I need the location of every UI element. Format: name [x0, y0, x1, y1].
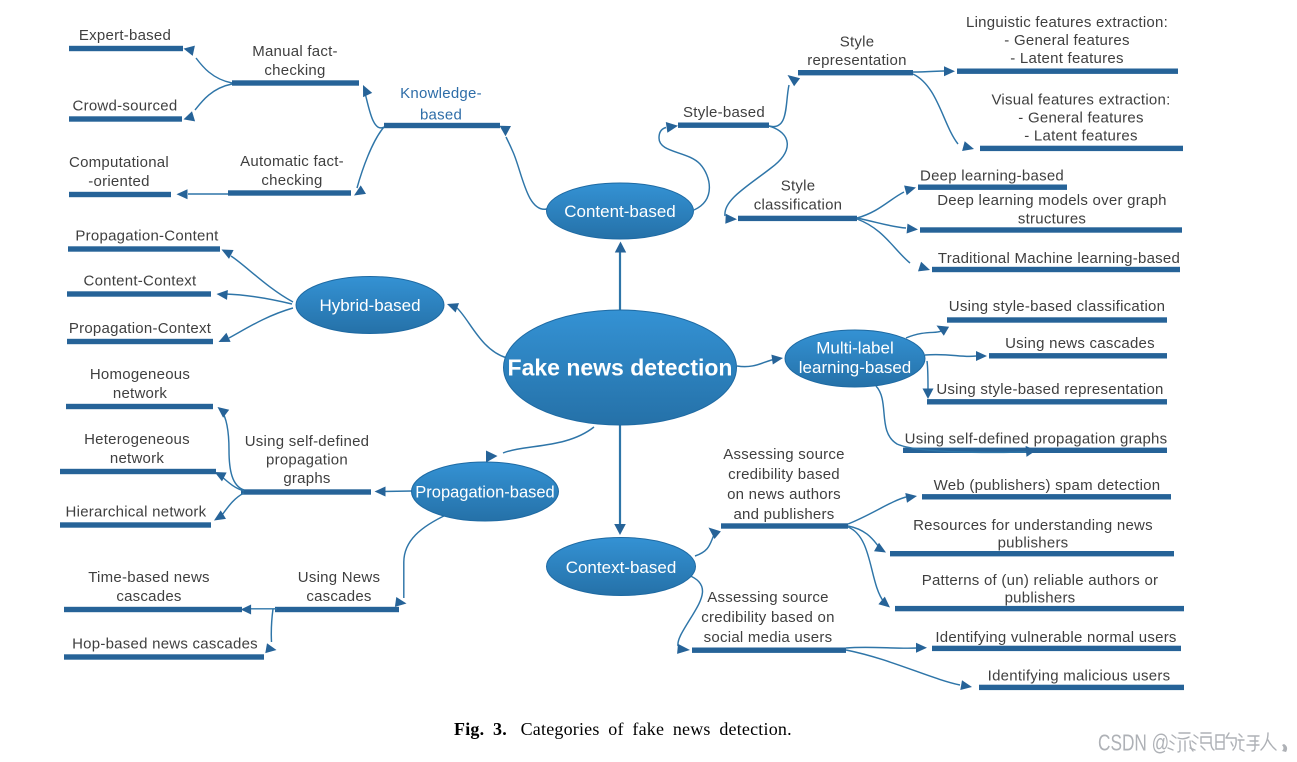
svg-text:Expert-based: Expert-based: [79, 27, 171, 44]
svg-text:Visual features extraction:: Visual features extraction:: [991, 92, 1170, 109]
svg-text:Crowd-sourced: Crowd-sourced: [73, 98, 178, 115]
svg-text:Knowledge-: Knowledge-: [400, 85, 482, 102]
svg-text:classification: classification: [754, 197, 843, 214]
svg-text:Identifying vulnerable normal: Identifying vulnerable normal users: [935, 629, 1176, 646]
svg-text:Manual fact-: Manual fact-: [252, 43, 338, 60]
svg-text:social media users: social media users: [704, 629, 833, 646]
svg-text:Propagation-Context: Propagation-Context: [69, 320, 212, 337]
svg-text:on news authors: on news authors: [727, 486, 841, 503]
svg-text:learning-based: learning-based: [799, 358, 911, 377]
svg-text:Using style-based representati: Using style-based representation: [936, 381, 1163, 398]
svg-text:- General features: - General features: [1004, 32, 1129, 49]
svg-text:Context-based: Context-based: [566, 558, 677, 577]
svg-text:Patterns of (un) reliable auth: Patterns of (un) reliable authors or: [922, 572, 1159, 589]
svg-text:Using news cascades: Using news cascades: [1005, 335, 1155, 352]
svg-text:Traditional Machine learning-b: Traditional Machine learning-based: [938, 250, 1180, 267]
svg-text:Time-based news: Time-based news: [88, 569, 210, 586]
svg-text:- Latent features: - Latent features: [1024, 128, 1137, 145]
svg-text:Automatic fact-: Automatic fact-: [240, 153, 344, 170]
svg-text:Computational: Computational: [69, 154, 169, 171]
svg-text:publishers: publishers: [1005, 590, 1076, 607]
svg-text:Heterogeneous: Heterogeneous: [84, 431, 190, 448]
svg-text:Using style-based classificati: Using style-based classification: [949, 298, 1165, 315]
svg-text:Propagation-based: Propagation-based: [415, 484, 554, 502]
svg-text:Content-based: Content-based: [564, 202, 676, 221]
svg-text:Using self-defined: Using self-defined: [245, 433, 370, 450]
svg-text:and publishers: and publishers: [733, 506, 834, 523]
svg-text:based: based: [420, 107, 462, 124]
svg-text:Hybrid-based: Hybrid-based: [319, 296, 420, 315]
svg-text:Identifying malicious users: Identifying malicious users: [988, 668, 1171, 685]
svg-text:Fig. 3. Categories of fake new: Fig. 3. Categories of fake news detectio…: [454, 719, 792, 739]
svg-text:network: network: [113, 385, 168, 402]
svg-text:Using News: Using News: [298, 569, 381, 586]
svg-text:Hop-based news cascades: Hop-based news cascades: [72, 636, 258, 653]
svg-text:CSDN @: CSDN @: [1098, 731, 1169, 756]
svg-text:Using self-defined propagation: Using self-defined propagation graphs: [905, 431, 1168, 448]
svg-text:Content-Context: Content-Context: [84, 273, 198, 290]
svg-text:cascades: cascades: [116, 588, 181, 605]
svg-text:Assessing source: Assessing source: [723, 446, 845, 463]
svg-text:checking: checking: [264, 62, 325, 79]
svg-text:Propagation-Content: Propagation-Content: [75, 228, 219, 245]
svg-text:-oriented: -oriented: [88, 173, 149, 190]
svg-text:Deep learning-based: Deep learning-based: [920, 168, 1064, 185]
svg-text:Deep learning models over grap: Deep learning models over graph: [937, 192, 1167, 209]
svg-text:- General features: - General features: [1018, 110, 1143, 127]
svg-text:credibility based: credibility based: [728, 466, 840, 483]
svg-text:Linguistic features extraction: Linguistic features extraction:: [966, 14, 1168, 31]
svg-text:Fake news detection: Fake news detection: [508, 355, 733, 381]
svg-text:Style: Style: [840, 34, 875, 51]
svg-text:propagation: propagation: [266, 452, 348, 469]
svg-text:representation: representation: [807, 52, 906, 69]
svg-text:Style-based: Style-based: [683, 104, 765, 121]
svg-text:Style: Style: [781, 178, 816, 195]
svg-text:credibility based on: credibility based on: [701, 609, 834, 626]
svg-text:Assessing source: Assessing source: [707, 589, 829, 606]
svg-text:Resources for understanding ne: Resources for understanding news: [913, 517, 1153, 534]
svg-text:cascades: cascades: [306, 588, 371, 605]
svg-text:publishers: publishers: [998, 535, 1069, 552]
svg-text:Web (publishers) spam detectio: Web (publishers) spam detection: [934, 477, 1161, 494]
svg-text:Homogeneous: Homogeneous: [90, 366, 190, 383]
svg-text:Multi-label: Multi-label: [816, 339, 893, 358]
svg-text:graphs: graphs: [283, 470, 330, 487]
svg-text:structures: structures: [1018, 211, 1086, 228]
svg-text:Hierarchical network: Hierarchical network: [66, 504, 207, 521]
svg-text:network: network: [110, 450, 165, 467]
svg-text:- Latent features: - Latent features: [1010, 50, 1123, 67]
svg-text:checking: checking: [261, 172, 322, 189]
